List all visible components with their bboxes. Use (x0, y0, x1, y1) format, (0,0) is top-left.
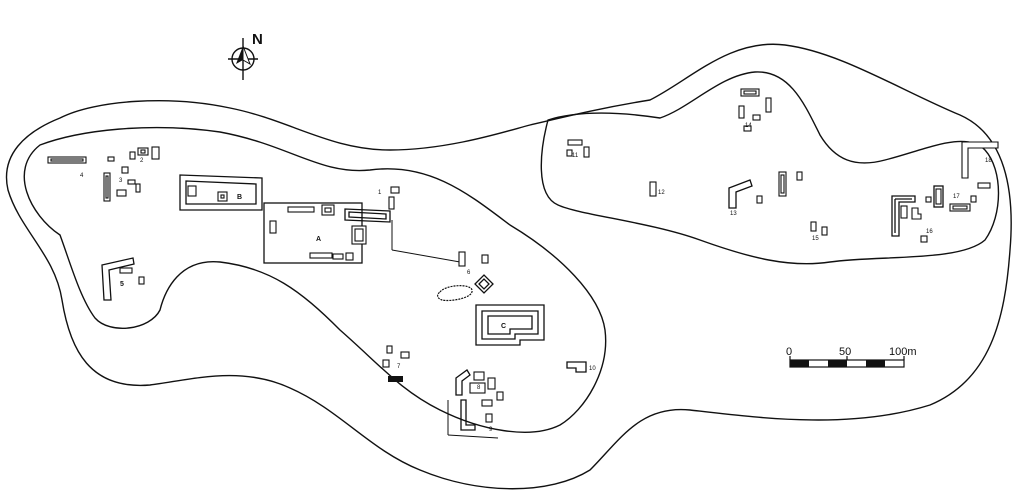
site-label-b: B (237, 194, 242, 201)
site-label-11: 11 (572, 153, 579, 159)
structure-c (475, 304, 545, 346)
site-label-7: 7 (397, 364, 401, 370)
site-label-a: A (316, 236, 321, 243)
structure-12 (649, 181, 657, 197)
site-label-12: 12 (658, 190, 665, 196)
site-label-17: 17 (953, 194, 960, 200)
site-label-10: 10 (589, 366, 596, 372)
inner-contour-east (540, 71, 1000, 265)
structure-13 (728, 171, 803, 209)
structure-7 (382, 345, 410, 382)
site-label-4: 4 (80, 173, 84, 179)
scale-bar (789, 356, 905, 368)
outer-contour (5, 43, 1012, 490)
site-label-2: 2 (140, 158, 144, 164)
scale-label-50: 50 (839, 346, 851, 358)
structure-14 (738, 88, 772, 132)
site-label-15: 15 (812, 236, 819, 242)
structure-a (263, 202, 367, 264)
scale-label-0: 0 (786, 346, 792, 358)
structure-16 (891, 195, 928, 243)
structures-2-3-4 (47, 146, 160, 202)
site-label-6: 6 (467, 270, 471, 276)
north-arrow-icon (228, 38, 258, 80)
site-label-1: 1 (378, 190, 382, 196)
site-label-5: 5 (120, 281, 124, 288)
structure-6 (437, 251, 494, 302)
structure-10 (566, 361, 587, 373)
site-label-16: 16 (926, 229, 933, 235)
north-label: N (252, 31, 263, 48)
site-label-c: C (501, 323, 506, 330)
inner-contour-west (23, 126, 607, 433)
structure-17 (925, 182, 991, 212)
site-label-8: 8 (477, 385, 481, 391)
site-label-9: 9 (489, 427, 493, 433)
scale-label-100m: 100m (889, 346, 917, 358)
structure-1 (344, 186, 461, 263)
site-label-13: 13 (730, 211, 737, 217)
structure-5 (101, 257, 145, 301)
site-label-18: 18 (985, 158, 992, 164)
structures-8-9 (447, 369, 504, 439)
structure-18 (961, 141, 999, 179)
site-label-3: 3 (119, 178, 123, 184)
structure-b (179, 174, 263, 211)
site-label-14: 14 (745, 123, 752, 129)
structure-15 (810, 221, 828, 236)
structure-11 (566, 139, 590, 158)
